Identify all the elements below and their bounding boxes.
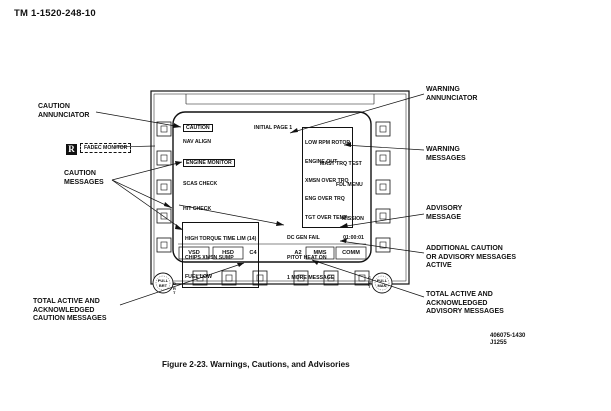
knob-letter: R: [173, 285, 176, 291]
page-title: INITIAL PAGE 1: [254, 125, 293, 131]
callout-caution-annunciator: CAUTION ANNUNCIATOR: [38, 103, 90, 119]
callout-warning-annunciator: WARNING ANNUNCIATOR: [426, 86, 478, 102]
right-bezel-buttons: [375, 121, 391, 253]
callout-additional-messages: ADDITIONAL CAUTION OR ADVISORY MESSAGES …: [426, 245, 516, 269]
warning-message: XMSN OVER TRQ: [305, 177, 349, 184]
callout-total-caution: TOTAL ACTIVE AND ACKNOWLEDGED CAUTION ME…: [33, 298, 107, 322]
knob-letter: B: [173, 281, 176, 286]
display-screen: [172, 111, 372, 263]
knob-letter: N: [368, 279, 371, 285]
softkey-vsd[interactable]: VSD: [188, 250, 200, 256]
softkey-hsd[interactable]: HSD: [222, 250, 234, 256]
callout-warning-messages: WARNING MESSAGES: [426, 146, 466, 162]
caution-count: C4: [249, 250, 257, 256]
contrast-letters: C N T: [368, 275, 371, 290]
warning-message: ENG OVER TRQ: [305, 196, 345, 203]
tm-number: TM 1-1520-248-10: [14, 8, 96, 19]
figure-id: 406075-1430 J1255: [490, 333, 526, 346]
mission-time: 01:00:01: [343, 235, 364, 242]
callout-total-advisory: TOTAL ACTIVE AND ACKNOWLEDGED ADVISORY M…: [426, 291, 504, 315]
bezel-outline: [150, 90, 410, 285]
revision-marker: R: [66, 144, 77, 155]
menu-nav-align[interactable]: NAV ALIGN: [183, 139, 211, 145]
caution-messages-box: HIGH TORQUE TIME LIM (14) CHIPS XMSN SUM…: [182, 222, 260, 289]
bottom-bezel-buttons: [192, 270, 370, 286]
figure-caption: Figure 2-23. Warnings, Cautions, and Adv…: [162, 360, 350, 369]
advisory-message: PITOT HEAT ON: [287, 254, 327, 261]
caution-message: CHIPS XMSN SUMP: [185, 255, 234, 262]
advisory-message: DC GEN FAIL: [287, 235, 320, 242]
menu-scas-check[interactable]: SCAS CHECK: [183, 181, 218, 187]
mission-label: MISSION: [342, 215, 364, 222]
softkey-mms[interactable]: MMS: [313, 250, 327, 256]
warning-message: LOW RPM ROTOR: [305, 140, 351, 147]
knob-letter: T: [173, 290, 176, 295]
contrast-knob-label[interactable]: PULL MAN: [376, 278, 388, 288]
warning-messages-box: LOW RPM ROTOR ENGINE OUT XMSN OVER TRQ E…: [302, 127, 354, 229]
caution-message: FUEL LOW: [185, 274, 212, 281]
advisory-messages: DC GEN FAIL PITOT HEAT ON 1 MORE MESSAGE: [287, 222, 334, 288]
arrowheads: [164, 123, 351, 267]
knob-letter: T: [368, 284, 371, 289]
brightness-knob-label[interactable]: PULL BRT: [157, 278, 169, 288]
bezel-inner-outline: [153, 93, 407, 282]
knob-letter: C: [368, 275, 371, 280]
menu-mast-trq-test[interactable]: MAST TRQ TEST: [320, 161, 362, 167]
caution-annunciator: CAUTION: [183, 124, 213, 133]
more-message: 1 MORE MESSAGE: [287, 274, 335, 281]
menu-fdl-menu[interactable]: FDL MENU: [336, 182, 363, 188]
menu-engine-monitor[interactable]: ENGINE MONITOR: [183, 159, 235, 168]
warning-message: ENGINE OUT: [305, 159, 338, 166]
callout-caution-messages: CAUTION MESSAGES: [64, 170, 104, 186]
fadec-monitor-label: FADEC MONITOR: [80, 143, 132, 154]
callout-advisory-message: ADVISORY MESSAGE: [426, 205, 463, 221]
left-bezel-buttons: [156, 121, 172, 253]
mission-timer: MISSION 01:00:01: [342, 203, 364, 248]
brightness-letters: B R T: [173, 281, 176, 296]
caution-message: HIGH TORQUE TIME LIM (14): [185, 235, 257, 242]
advisory-count: A2: [294, 250, 302, 256]
menu-hit-check[interactable]: HIT CHECK: [183, 206, 212, 212]
softkey-comm[interactable]: COMM: [342, 250, 360, 256]
warning-message: TGT OVER TEMP: [305, 214, 348, 221]
